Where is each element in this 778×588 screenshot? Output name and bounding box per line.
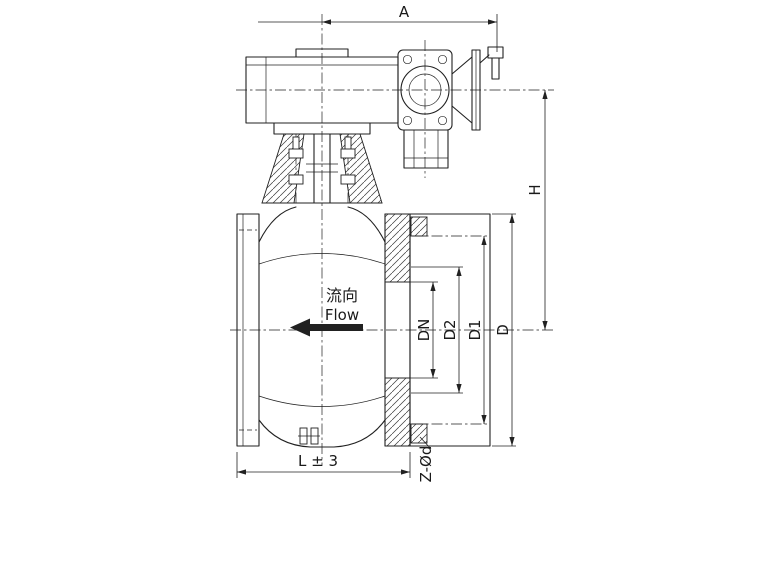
arrowhead — [509, 437, 515, 446]
flange-disc — [409, 213, 491, 447]
arrowhead — [488, 19, 497, 25]
motor-top-cover — [295, 48, 349, 58]
body-bottom — [258, 419, 386, 448]
body-shoulder-left — [258, 206, 297, 243]
arrowhead — [430, 369, 436, 378]
gearbox-bolt — [437, 54, 448, 65]
callout-z-od: Z-Ød — [417, 436, 435, 483]
dimension-h: H — [526, 90, 548, 330]
mounting-plate — [273, 122, 371, 135]
arrowhead — [322, 19, 331, 25]
dim-label-dn: DN — [415, 319, 433, 342]
bore-arc-top — [258, 253, 386, 265]
right-flange-hatch-top — [384, 213, 411, 283]
gearbox-circle-outer — [400, 65, 450, 115]
arrowhead — [542, 90, 548, 99]
gland-nut — [340, 174, 356, 185]
dimension-d: D — [492, 213, 516, 447]
flow-label-zh: 流向 — [326, 286, 358, 305]
gearbox-bolt — [402, 54, 413, 65]
yoke-group — [261, 122, 383, 204]
dim-label-d1: D1 — [466, 319, 484, 340]
bolt-hole-section-bottom — [410, 423, 428, 444]
leader-line — [419, 436, 432, 450]
gearbox-bolt — [437, 115, 448, 126]
handwheel-spoke — [451, 105, 473, 124]
gearbox-bolt — [402, 115, 413, 126]
flow-arrow — [290, 318, 363, 337]
flange-side-view — [409, 213, 491, 447]
right-flange-hatch-bottom — [384, 377, 411, 447]
dim-label-h: H — [526, 184, 544, 195]
dim-label-d2: D2 — [441, 319, 459, 340]
handwheel-spoke — [451, 56, 473, 75]
valve-body-group — [236, 206, 411, 448]
arrowhead — [481, 236, 487, 245]
gland-nut — [288, 174, 304, 185]
left-flange — [236, 213, 260, 447]
terminal-box — [403, 129, 449, 169]
arrowhead — [481, 415, 487, 424]
crank-grip — [491, 57, 500, 80]
bore-arc-bottom — [258, 395, 386, 407]
dim-label-z-od: Z-Ød — [417, 446, 435, 483]
gland-nut — [340, 148, 356, 159]
dim-label-a: A — [399, 3, 410, 21]
dimension-d1: D1 — [466, 236, 487, 424]
arrowhead — [456, 384, 462, 393]
dimension-d2: D2 — [411, 266, 463, 394]
arrowhead — [456, 267, 462, 276]
arrowhead — [401, 469, 410, 475]
arrowhead — [509, 214, 515, 223]
bolt-hole-section-top — [410, 216, 428, 237]
arrowhead — [430, 282, 436, 291]
crank-hub — [487, 46, 504, 59]
handwheel-group — [451, 46, 504, 131]
dimension-l: L ± 3 — [236, 452, 411, 478]
dimension-a: A — [258, 3, 498, 52]
gland-nut — [288, 148, 304, 159]
flow-label-en: Flow — [325, 306, 359, 324]
dimension-dn: DN — [386, 281, 438, 379]
gearbox-circle-inner — [408, 73, 442, 107]
flow-indicator: 流向 Flow — [290, 286, 363, 337]
dim-label-l: L ± 3 — [298, 452, 338, 470]
body-shoulder-right — [347, 206, 386, 243]
arrowhead — [542, 321, 548, 330]
dim-label-d: D — [494, 324, 512, 336]
arrowhead — [237, 469, 246, 475]
